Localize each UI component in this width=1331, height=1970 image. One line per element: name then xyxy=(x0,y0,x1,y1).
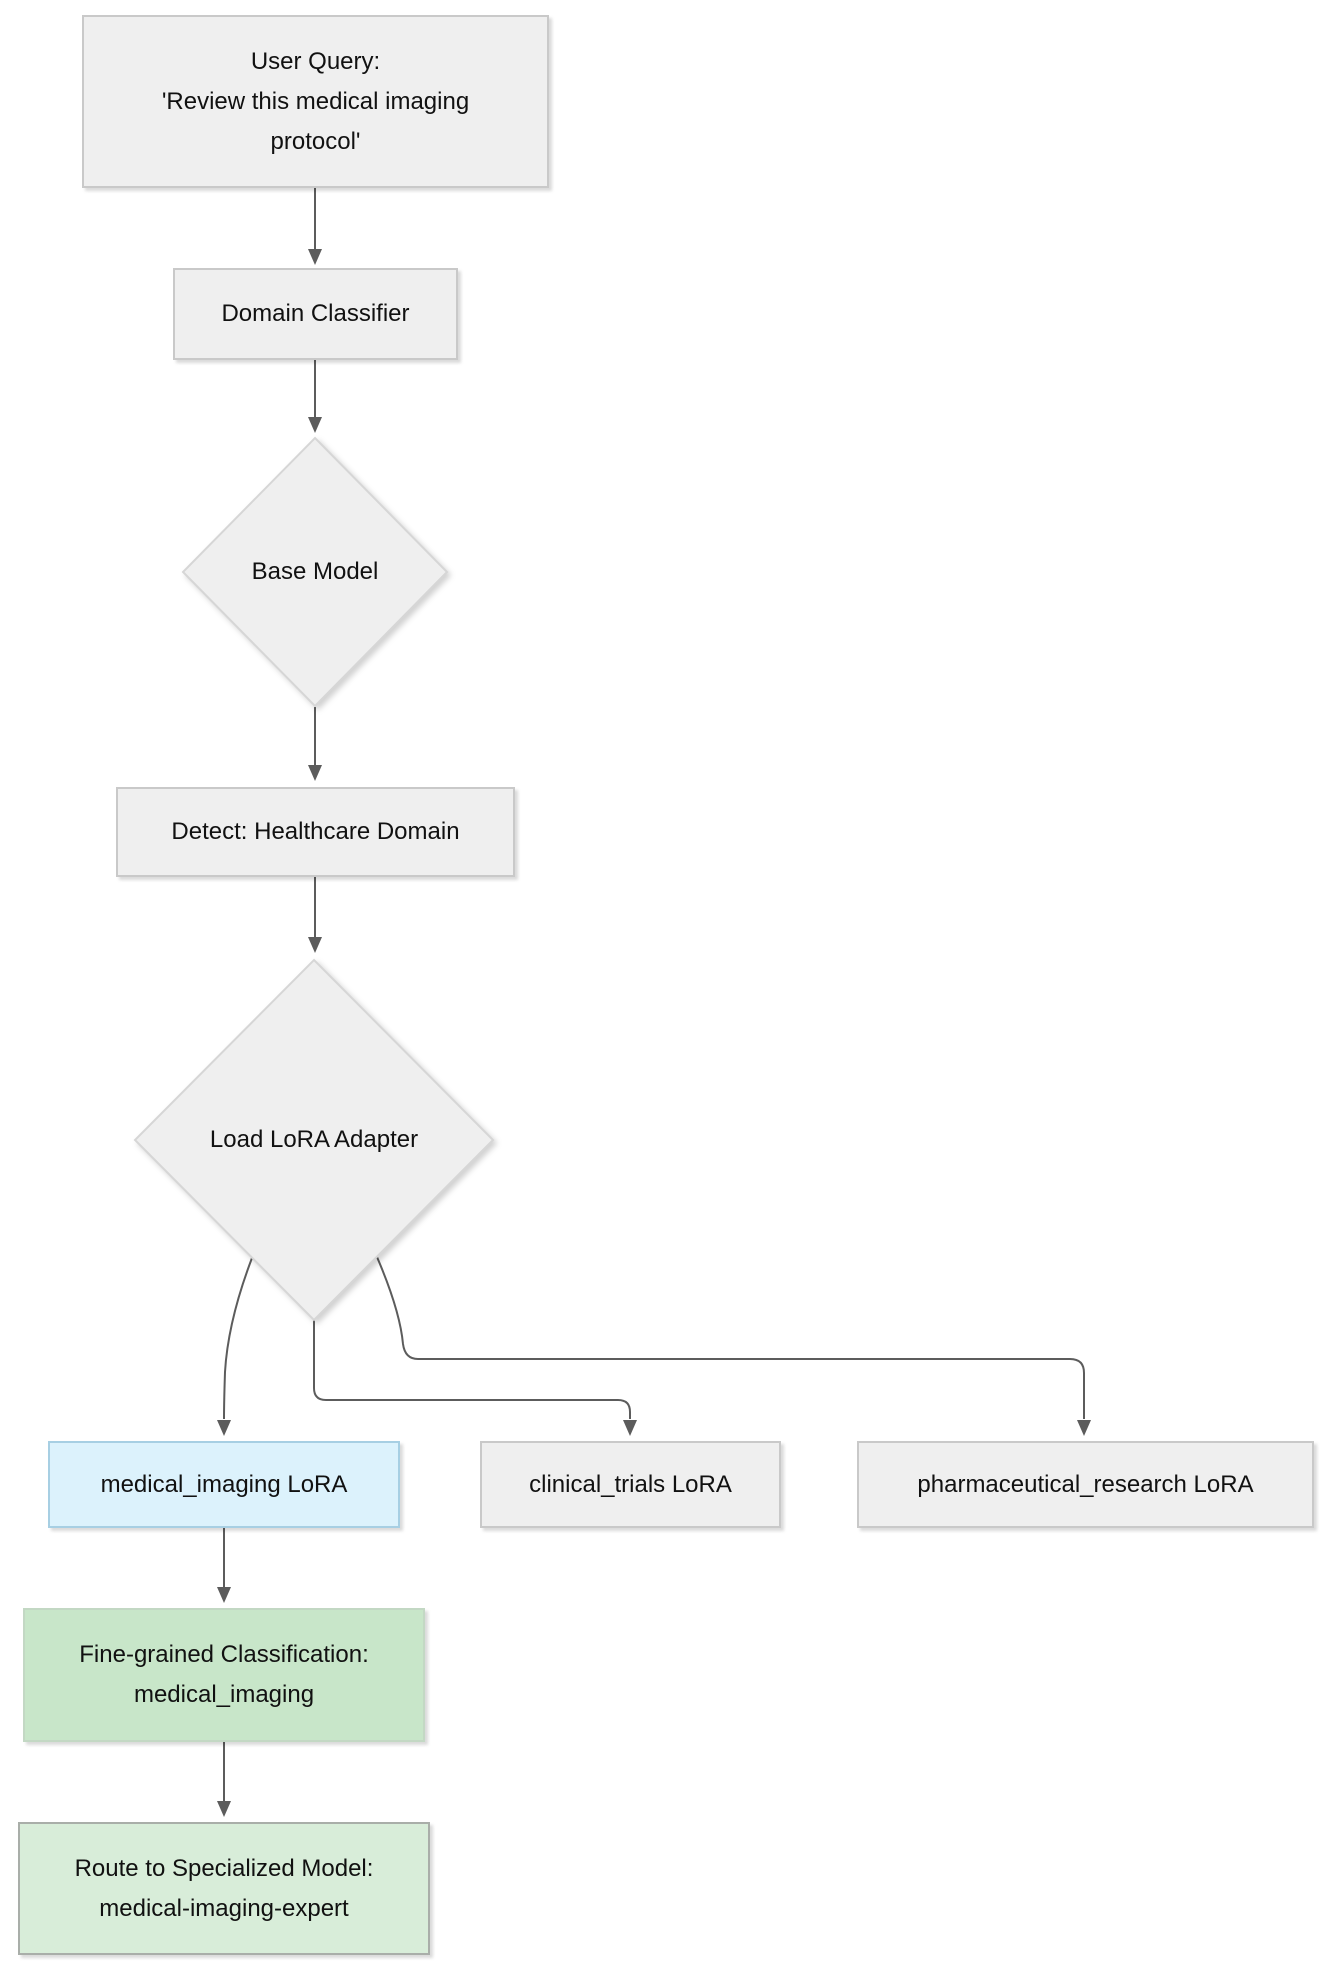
edge-medical-imaging-to-fine-grained xyxy=(217,1528,231,1603)
node-detect-healthcare-domain-label: Detect: Healthcare Domain xyxy=(171,818,460,845)
node-user-query: User Query: 'Review this medical imaging… xyxy=(82,15,549,188)
node-medical-imaging-lora: medical_imaging LoRA xyxy=(48,1441,400,1528)
arrowhead xyxy=(623,1420,637,1436)
node-clinical-trials-lora-label: clinical_trials LoRA xyxy=(529,1470,732,1498)
node-pharmaceutical-research-lora-label: pharmaceutical_research LoRA xyxy=(917,1470,1254,1498)
edge-user-query-to-domain-classifier xyxy=(308,188,322,265)
node-user-query-line3: protocol' xyxy=(270,127,361,155)
label-load-lora-adapter: Load LoRA Adapter xyxy=(209,1126,419,1153)
arrowhead xyxy=(1077,1420,1091,1436)
label-base-model: Base Model xyxy=(251,558,379,585)
node-user-query-line2: 'Review this medical imaging xyxy=(161,87,470,115)
arrowhead xyxy=(308,937,322,953)
node-pharmaceutical-research-lora: pharmaceutical_research LoRA xyxy=(857,1441,1314,1528)
edge-load-lora-to-clinical-trials xyxy=(313,1320,637,1436)
node-domain-classifier: Domain Classifier xyxy=(173,268,458,360)
edge-detect-domain-to-load-lora-adapter xyxy=(308,877,322,953)
node-route-line1: Route to Specialized Model: xyxy=(74,1854,374,1882)
edge-domain-classifier-to-base-model xyxy=(308,360,322,433)
arrowhead xyxy=(308,765,322,781)
node-fine-grained-line2: medical_imaging xyxy=(133,1681,315,1708)
node-user-query-line1: User Query: xyxy=(250,47,381,75)
node-clinical-trials-lora: clinical_trials LoRA xyxy=(480,1441,781,1528)
decision-base-model xyxy=(181,436,449,708)
arrowhead xyxy=(217,1587,231,1603)
edge-fine-grained-to-route xyxy=(217,1742,231,1817)
node-route-to-specialized-model: Route to Specialized Model: medical-imag… xyxy=(18,1822,430,1955)
node-medical-imaging-lora-label: medical_imaging LoRA xyxy=(100,1470,348,1498)
node-detect-healthcare-domain: Detect: Healthcare Domain xyxy=(116,787,515,877)
edge-load-lora-to-medical-imaging xyxy=(217,1257,253,1436)
node-fine-grained-line1: Fine-grained Classification: xyxy=(79,1641,369,1668)
decision-load-lora-adapter xyxy=(133,958,495,1322)
node-fine-grained-classification: Fine-grained Classification: medical_ima… xyxy=(23,1608,425,1742)
arrowhead xyxy=(217,1420,231,1436)
arrowhead xyxy=(217,1801,231,1817)
edge-load-lora-to-pharmaceutical-research xyxy=(376,1256,1091,1436)
edge-base-model-to-detect-domain xyxy=(308,707,322,781)
node-domain-classifier-label: Domain Classifier xyxy=(221,300,410,327)
node-route-line2: medical-imaging-expert xyxy=(99,1894,349,1922)
arrowhead xyxy=(308,249,322,265)
arrowhead xyxy=(308,417,322,433)
